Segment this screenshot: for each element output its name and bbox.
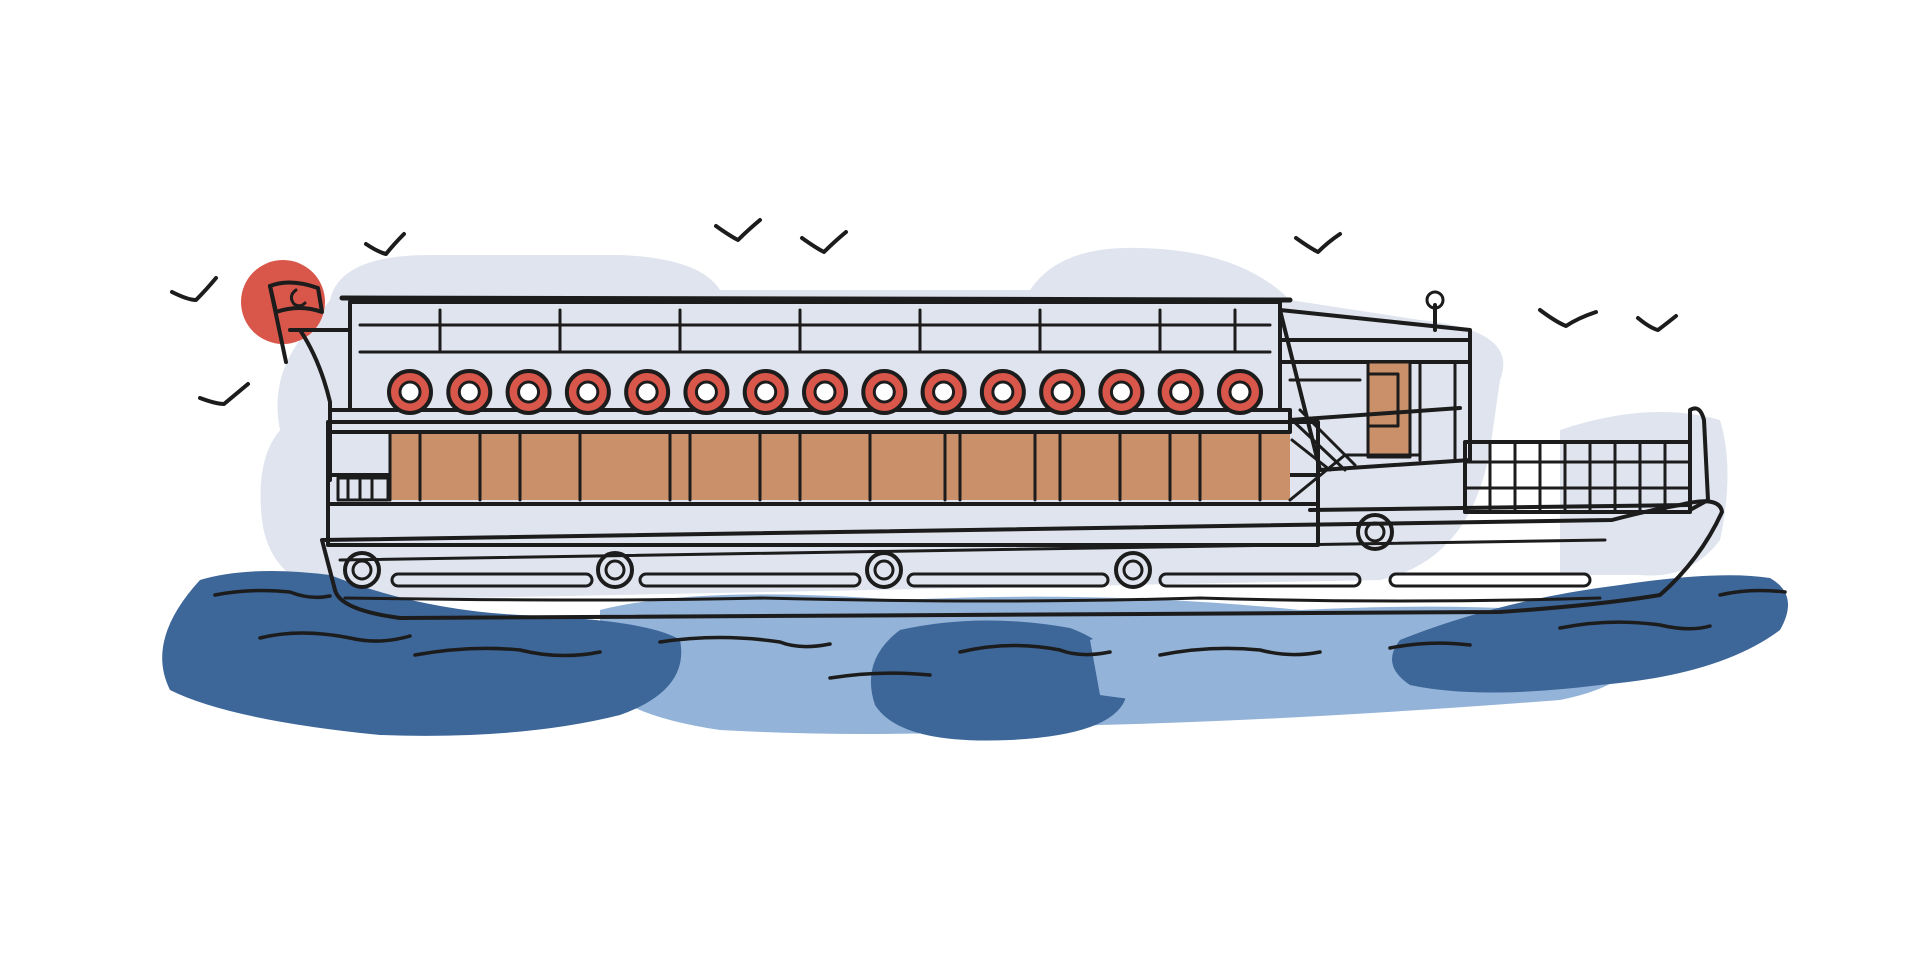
life-ring-icon bbox=[1098, 369, 1145, 415]
hull-rub-strips bbox=[390, 572, 1592, 588]
life-rings bbox=[387, 369, 1263, 415]
seagull-icon bbox=[1538, 308, 1598, 328]
porthole-icon bbox=[865, 551, 903, 589]
seagull-icon bbox=[170, 276, 218, 302]
seagull-icon bbox=[1294, 232, 1342, 254]
water bbox=[162, 571, 1788, 741]
porthole-icon bbox=[343, 551, 381, 589]
lower-deck-windows bbox=[388, 430, 1262, 502]
wheelhouse bbox=[1278, 290, 1472, 502]
seagull-icon bbox=[800, 230, 848, 254]
porthole-icon bbox=[1114, 551, 1152, 589]
porthole-icon bbox=[1356, 513, 1394, 551]
wave-lines bbox=[213, 588, 1787, 680]
life-ring-icon bbox=[979, 369, 1026, 415]
life-ring-icon bbox=[387, 369, 433, 415]
life-ring-icon bbox=[624, 369, 671, 415]
seagull-icon bbox=[364, 232, 406, 256]
water-light-right bbox=[1090, 620, 1430, 707]
seagull-icon bbox=[1636, 314, 1678, 332]
seagull-icon bbox=[198, 382, 250, 406]
porthole-icon bbox=[596, 551, 634, 589]
upper-deck-windows bbox=[358, 308, 1272, 354]
life-ring-icon bbox=[505, 369, 552, 415]
stern-flag bbox=[241, 260, 325, 364]
hull-portholes bbox=[343, 551, 1152, 589]
life-ring-icon bbox=[742, 369, 789, 415]
life-ring-icon bbox=[1217, 369, 1263, 415]
life-ring-icon bbox=[1157, 369, 1204, 415]
life-ring-icon bbox=[1039, 369, 1086, 415]
life-ring-icon bbox=[564, 369, 611, 415]
water-dark-center bbox=[870, 620, 1126, 741]
life-ring-icon bbox=[802, 369, 848, 415]
water-dark-right bbox=[1392, 575, 1788, 693]
seagull-icon bbox=[714, 218, 762, 242]
lower-deck bbox=[326, 420, 1320, 547]
life-ring-icon bbox=[683, 369, 730, 415]
seagulls bbox=[170, 218, 1678, 406]
flag-icon bbox=[289, 288, 307, 308]
bow-railing bbox=[1308, 406, 1710, 551]
stern-rail bbox=[288, 328, 352, 482]
life-ring-icon bbox=[446, 369, 493, 415]
life-ring-icon bbox=[920, 369, 967, 415]
life-ring-icon bbox=[861, 369, 908, 415]
gangway-stairs bbox=[1288, 408, 1422, 502]
